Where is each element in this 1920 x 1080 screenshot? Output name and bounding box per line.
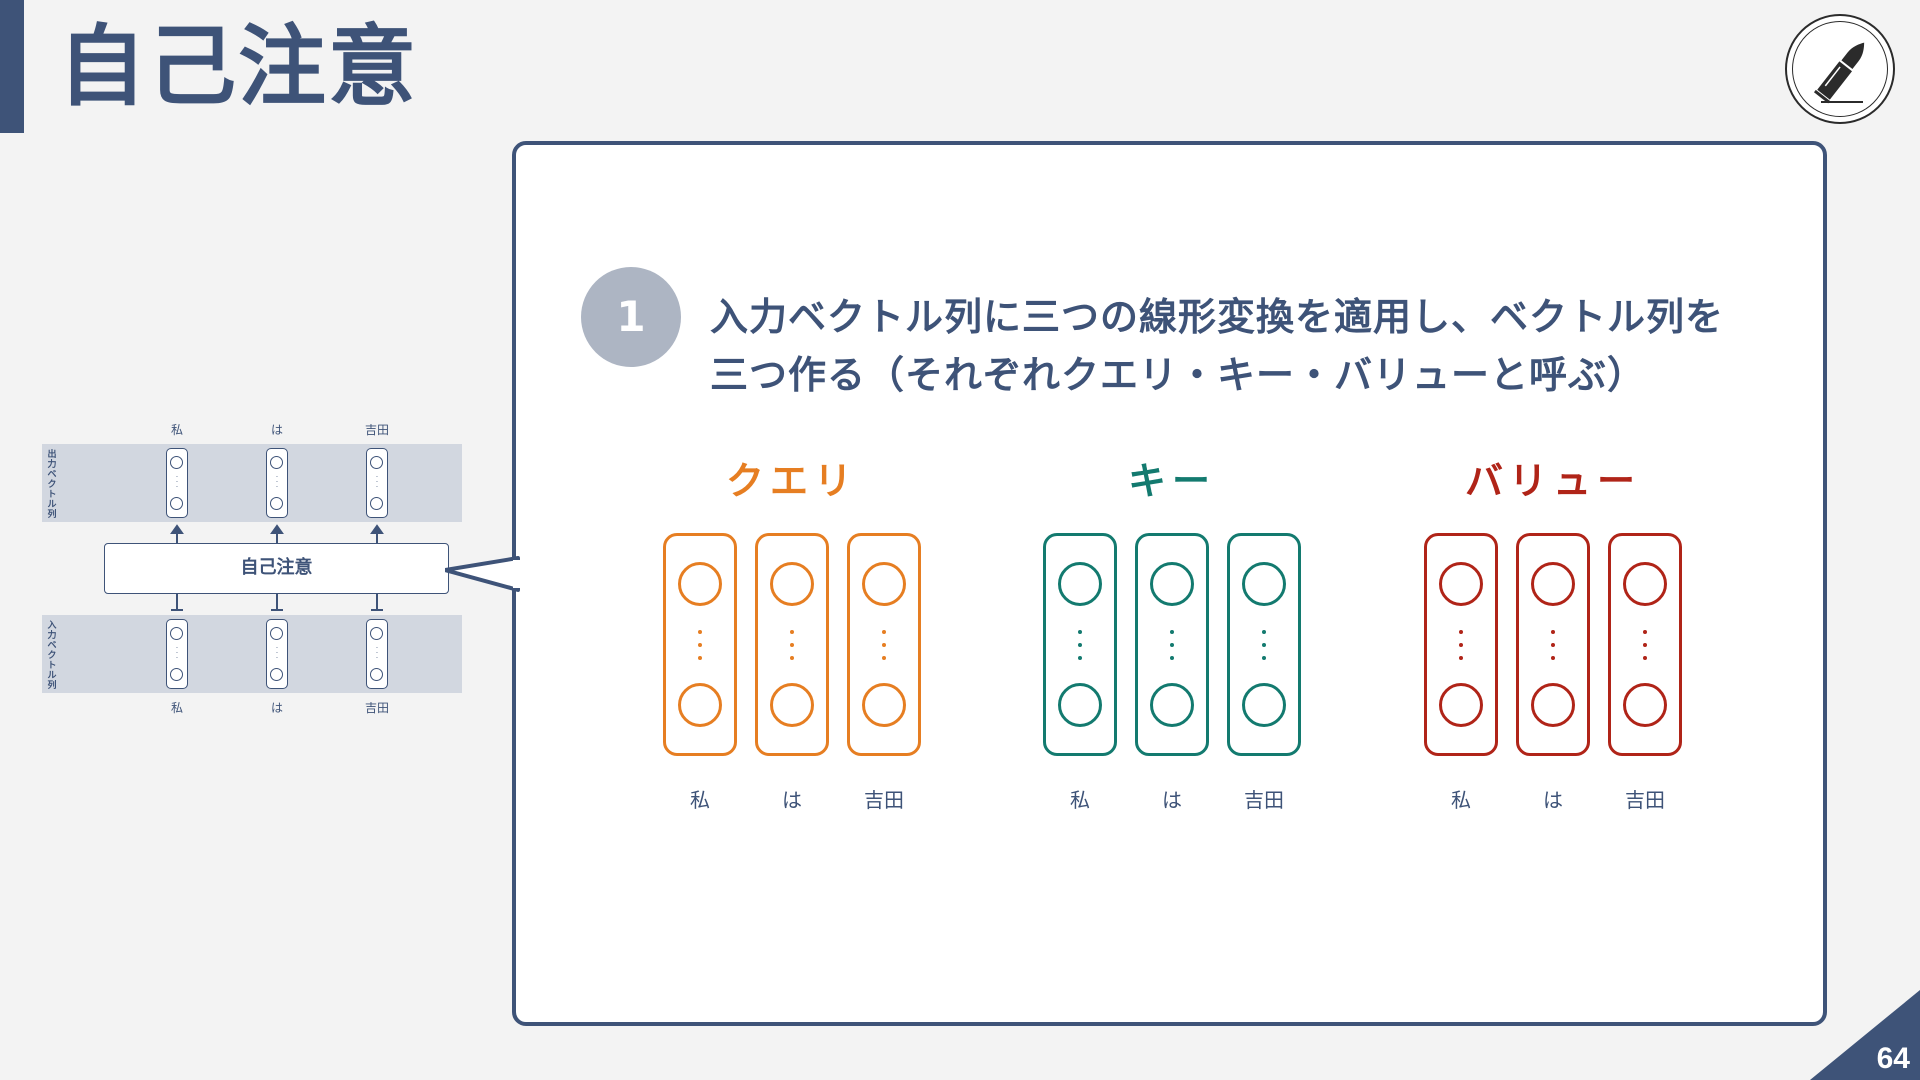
mini-output-vector: ··· (366, 448, 388, 518)
callout-pointer (445, 556, 522, 592)
mini-arrows (170, 524, 384, 611)
vector-element-circle (1623, 562, 1667, 606)
mini-bottom-word: 吉田 (364, 701, 389, 715)
vector-element-circle (1439, 562, 1483, 606)
vector-element-circle (770, 683, 814, 727)
ellipsis-dot (1078, 630, 1082, 634)
ellipsis-dot (882, 656, 886, 660)
vector-element-circle (862, 683, 906, 727)
bullet-icon (1785, 14, 1895, 124)
query-token-label: 私 (690, 788, 710, 812)
query-group-title: クエリ (725, 459, 858, 503)
output-vector-label: 出力ベクトル列 (47, 450, 57, 520)
mini-input-vector: ··· (266, 619, 288, 689)
value-vector (1424, 533, 1498, 756)
ellipsis-dot (1459, 643, 1463, 647)
input-vector-band (42, 615, 462, 693)
vector-element-circle (862, 562, 906, 606)
key-token-label: は (1162, 788, 1182, 812)
ellipsis-dot (1170, 643, 1174, 647)
mini-input-vector: ··· (166, 619, 188, 689)
value-vector (1608, 533, 1682, 756)
query-vector (847, 533, 921, 756)
ellipsis-dot (1643, 656, 1647, 660)
vector-element-circle (1150, 683, 1194, 727)
query-token-label: は (782, 788, 802, 812)
step-description: 入力ベクトル列に三つの線形変換を適用し、ベクトル列を 三つ作る（それぞれクエリ・… (710, 288, 1790, 404)
key-token-label: 私 (1070, 788, 1090, 812)
ellipsis-dot (882, 630, 886, 634)
ellipsis-dot (1459, 656, 1463, 660)
ellipsis-dot (1170, 656, 1174, 660)
mini-bottom-word: は (270, 701, 283, 715)
step-description-line: 三つ作る（それぞれクエリ・キー・バリューと呼ぶ） (710, 353, 1647, 397)
vector-element-circle (1150, 562, 1194, 606)
ellipsis-dot (790, 656, 794, 660)
ellipsis-dot (698, 656, 702, 660)
value-token-label: 吉田 (1625, 788, 1665, 812)
query-vector (663, 533, 737, 756)
vector-element-circle (678, 562, 722, 606)
ellipsis-dot (1459, 630, 1463, 634)
ellipsis-dot (882, 643, 886, 647)
ellipsis-dot (790, 630, 794, 634)
ellipsis-dot (1643, 630, 1647, 634)
ellipsis-dot (698, 630, 702, 634)
ellipsis-dot (1551, 643, 1555, 647)
page-corner: 64 (1810, 990, 1920, 1080)
vector-element-circle (1531, 562, 1575, 606)
page-number: 64 (1876, 1042, 1910, 1075)
mini-bottom-word: 私 (170, 701, 183, 715)
ellipsis-dot (790, 643, 794, 647)
ellipsis-dot (1078, 643, 1082, 647)
vector-element-circle (1531, 683, 1575, 727)
key-vector (1135, 533, 1209, 756)
vector-element-circle (770, 562, 814, 606)
key-vector (1043, 533, 1117, 756)
vector-element-circle (1242, 683, 1286, 727)
mini-output-vector: ··· (166, 448, 188, 518)
vector-element-circle (1439, 683, 1483, 727)
key-token-label: 吉田 (1244, 788, 1284, 812)
value-token-label: は (1543, 788, 1563, 812)
step-number-badge: 1 (581, 267, 681, 367)
mini-top-word: 吉田 (364, 423, 389, 437)
mini-output-vector: ··· (266, 448, 288, 518)
query-vector (755, 533, 829, 756)
key-vector (1227, 533, 1301, 756)
vector-element-circle (1242, 562, 1286, 606)
ellipsis-dot (698, 643, 702, 647)
ellipsis-dot (1262, 656, 1266, 660)
input-vector-label: 入力ベクトル列 (47, 621, 57, 691)
output-vector-band (42, 444, 462, 522)
mini-input-vector: ··· (366, 619, 388, 689)
page-title: 自己注意 (58, 15, 419, 118)
mini-top-word: 私 (170, 423, 183, 437)
key-group-title: キー (1127, 459, 1216, 503)
step-description-line: 入力ベクトル列に三つの線形変換を適用し、ベクトル列を (710, 295, 1725, 339)
value-group-title: バリュー (1464, 459, 1641, 503)
ellipsis-dot (1170, 630, 1174, 634)
ellipsis-dot (1643, 643, 1647, 647)
vector-element-circle (1058, 562, 1102, 606)
value-token-label: 私 (1451, 788, 1471, 812)
ellipsis-dot (1551, 630, 1555, 634)
ellipsis-dot (1262, 630, 1266, 634)
vector-element-circle (1058, 683, 1102, 727)
title-accent-bar (0, 0, 24, 133)
value-vector (1516, 533, 1590, 756)
vector-element-circle (678, 683, 722, 727)
ellipsis-dot (1551, 656, 1555, 660)
self-attention-box: 自己注意 (104, 543, 449, 594)
query-token-label: 吉田 (864, 788, 904, 812)
mini-top-word: は (270, 423, 283, 437)
vector-element-circle (1623, 683, 1667, 727)
ellipsis-dot (1262, 643, 1266, 647)
ellipsis-dot (1078, 656, 1082, 660)
self-attention-overview-diagram: 出力ベクトル列 入力ベクトル列 私 は 吉田 ··· ··· ··· 自己注意 … (0, 0, 520, 760)
